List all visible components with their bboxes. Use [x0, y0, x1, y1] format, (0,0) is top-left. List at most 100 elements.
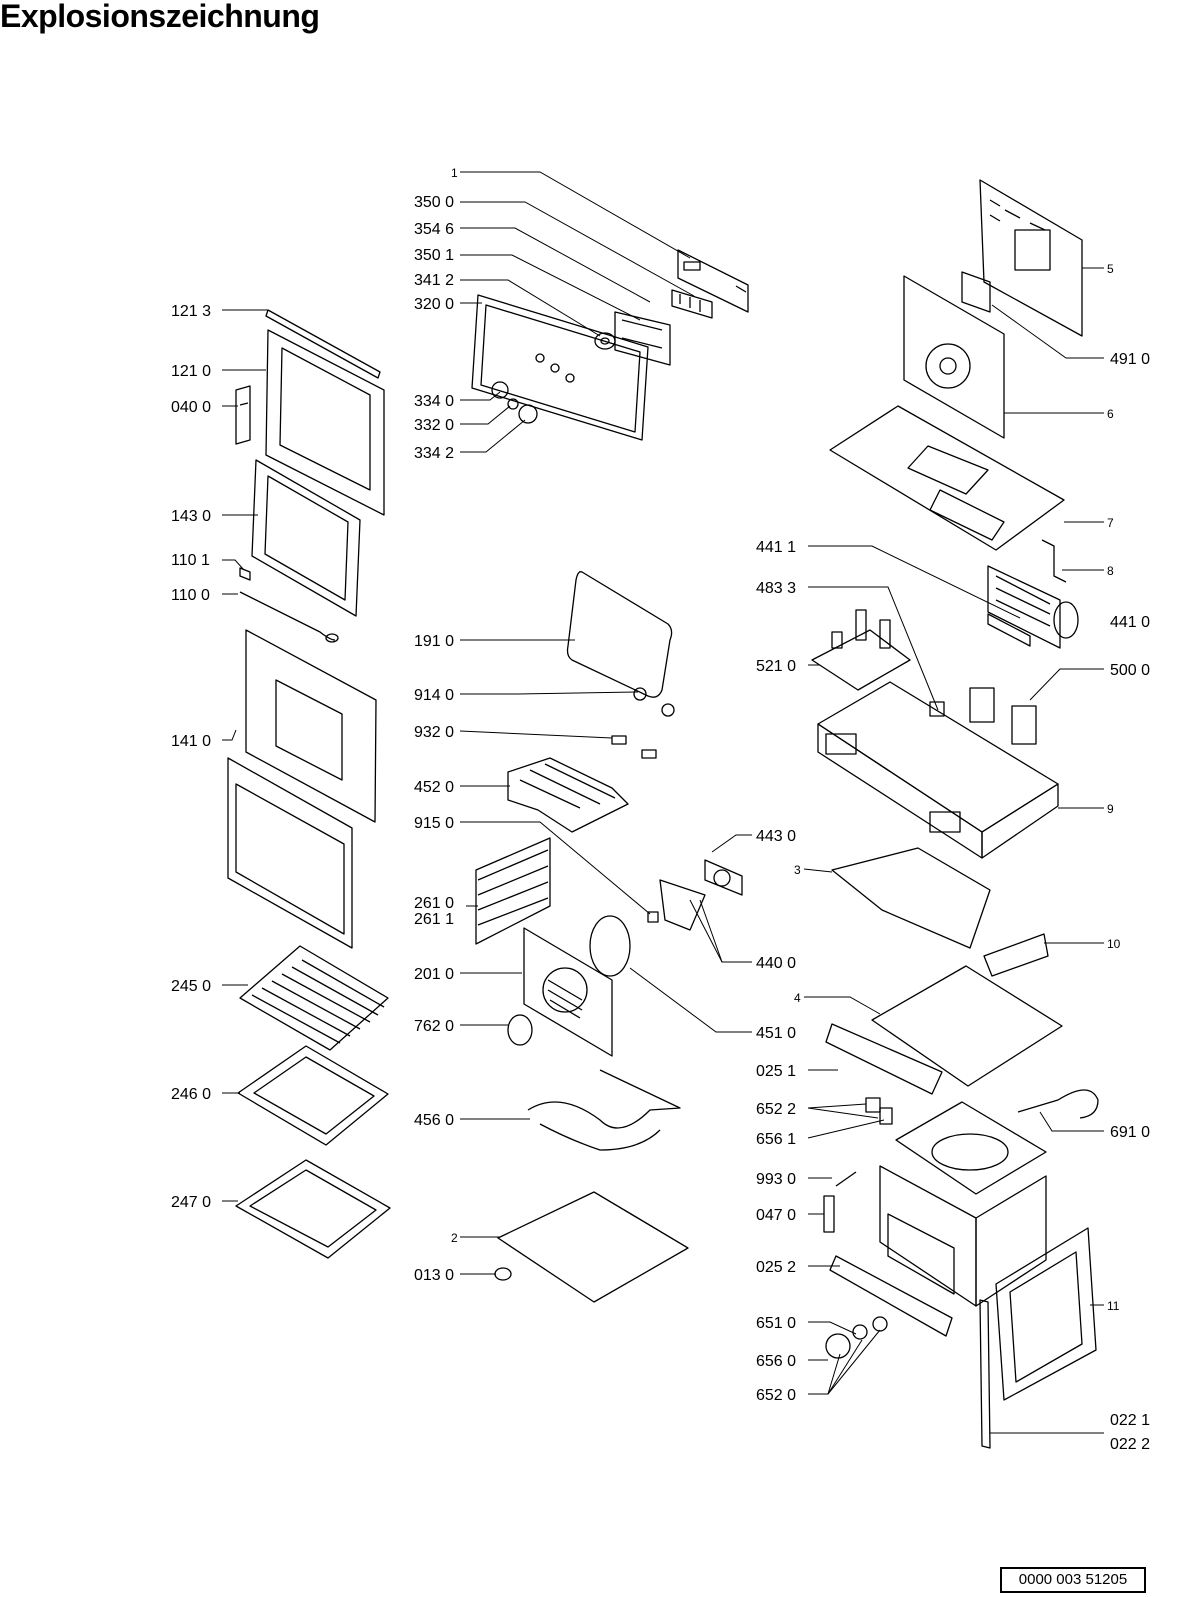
part-320-0-control-panel [471, 294, 649, 441]
label-915-0: 915 0 [414, 815, 454, 832]
label-121-0: 121 0 [171, 363, 211, 380]
label-040-0: 040 0 [171, 399, 211, 416]
part-451-0-ring-heater [589, 915, 631, 977]
label-656-1: 656 1 [756, 1131, 796, 1148]
part-1-display-board [677, 249, 749, 313]
label-441-1: 441 1 [756, 539, 796, 556]
part-491-0-connector [961, 271, 991, 313]
label-651-0: 651 0 [756, 1315, 796, 1332]
part-247-0-baking-tray [235, 1159, 391, 1259]
label-191-0: 191 0 [414, 633, 454, 650]
part-2-bottom-plate [497, 1191, 689, 1303]
label-201-0: 201 0 [414, 966, 454, 983]
label-141-0: 141 0 [171, 733, 211, 750]
label-443-0: 443 0 [756, 828, 796, 845]
label-500-0: 500 0 [1110, 662, 1150, 679]
label-334-0: 334 0 [414, 393, 454, 410]
label-9: 9 [1107, 802, 1114, 816]
part-8-bracket [1041, 539, 1067, 583]
label-354-6: 354 6 [414, 221, 454, 238]
part-500-0-modules [969, 687, 1037, 745]
part-121-3-door-strip [265, 309, 381, 379]
part-013-0-foot [494, 1267, 512, 1281]
part-350-1-switch-module [614, 311, 671, 366]
label-914-0: 914 0 [414, 687, 454, 704]
label-3: 3 [794, 863, 801, 877]
label-334-2: 334 2 [414, 445, 454, 462]
part-121-0-door-frame [265, 329, 385, 516]
label-521-0: 521 0 [756, 658, 796, 675]
part-oven-cavity [879, 1101, 1047, 1307]
label-932-0: 932 0 [414, 724, 454, 741]
part-915-443-440-fan [647, 859, 743, 931]
label-121-3: 121 3 [171, 303, 211, 320]
label-8: 8 [1107, 564, 1114, 578]
leader-lines [222, 171, 1104, 1434]
label-320-0: 320 0 [414, 296, 454, 313]
label-993-0: 993 0 [756, 1171, 796, 1188]
label-656-0: 656 0 [756, 1353, 796, 1370]
part-651-656-knob [825, 1316, 888, 1359]
label-025-2: 025 2 [756, 1259, 796, 1276]
part-993-047-screw [823, 1171, 857, 1233]
part-025-1-rail [825, 1023, 943, 1095]
part-341-2-knob-disc [594, 332, 616, 350]
label-247-0: 247 0 [171, 1194, 211, 1211]
part-201-0-back-panel [523, 927, 613, 1057]
part-6-rear-wall [903, 275, 1005, 439]
label-350-0: 350 0 [414, 194, 454, 211]
part-762-0-cover [507, 1014, 533, 1046]
part-456-0-bottom-heater [527, 1069, 681, 1151]
part-261-side-racks [475, 837, 551, 945]
part-3-inner-top [831, 847, 991, 949]
label-110-1: 110 1 [171, 552, 210, 569]
part-521-0-relay-board [811, 609, 911, 691]
label-652-0: 652 0 [756, 1387, 796, 1404]
part-022-door-strip [979, 1299, 991, 1449]
label-452-0: 452 0 [414, 779, 454, 796]
label-261-1: 261 1 [414, 911, 454, 928]
label-691-0: 691 0 [1110, 1124, 1150, 1141]
part-11-door-frame [995, 1227, 1097, 1401]
label-110-0: 110 0 [171, 587, 210, 604]
label-4: 4 [794, 991, 801, 1005]
part-040-0-hinge [235, 385, 251, 445]
part-191-0-seal [566, 571, 673, 698]
label-143-0: 143 0 [171, 508, 211, 525]
label-11: 11 [1107, 1299, 1120, 1313]
label-2: 2 [451, 1231, 458, 1245]
label-483-3: 483 3 [756, 580, 796, 597]
document-number: 0000 003 51205 [1000, 1567, 1146, 1593]
label-1: 1 [451, 166, 458, 180]
label-456-0: 456 0 [414, 1112, 454, 1129]
label-245-0: 245 0 [171, 978, 211, 995]
part-143-0-inner-glass [251, 459, 361, 617]
label-025-1: 025 1 [756, 1063, 796, 1080]
part-10-bracket [983, 933, 1049, 977]
label-350-1: 350 1 [414, 247, 454, 264]
label-5: 5 [1107, 262, 1114, 276]
label-246-0: 246 0 [171, 1086, 211, 1103]
label-652-2: 652 2 [756, 1101, 796, 1118]
part-350-0-control-module [671, 289, 713, 319]
part-141-0-outer-glass [227, 629, 377, 949]
part-labels: 1 350 0 354 6 350 1 341 2 320 0 121 3 12… [171, 166, 1150, 1453]
label-047-0: 047 0 [756, 1207, 796, 1224]
page-title: Explosionszeichnung [0, 0, 320, 34]
part-334-332-knobs [491, 381, 538, 424]
part-245-0-wire-rack [239, 945, 389, 1051]
part-914-932-nuts [611, 687, 675, 759]
label-7: 7 [1107, 516, 1114, 530]
label-451-0: 451 0 [756, 1025, 796, 1042]
label-762-0: 762 0 [414, 1018, 454, 1035]
label-022-1: 022 1 [1110, 1412, 1150, 1429]
part-110-clips [239, 567, 339, 643]
label-440-0: 440 0 [756, 955, 796, 972]
label-441-0: 441 0 [1110, 614, 1150, 631]
label-013-0: 013 0 [414, 1267, 454, 1284]
label-332-0: 332 0 [414, 417, 454, 434]
part-7-top-plate [829, 405, 1065, 551]
part-025-2-rail [829, 1255, 953, 1337]
part-4-base-plate [871, 965, 1063, 1087]
part-5-back-cover [979, 179, 1083, 337]
